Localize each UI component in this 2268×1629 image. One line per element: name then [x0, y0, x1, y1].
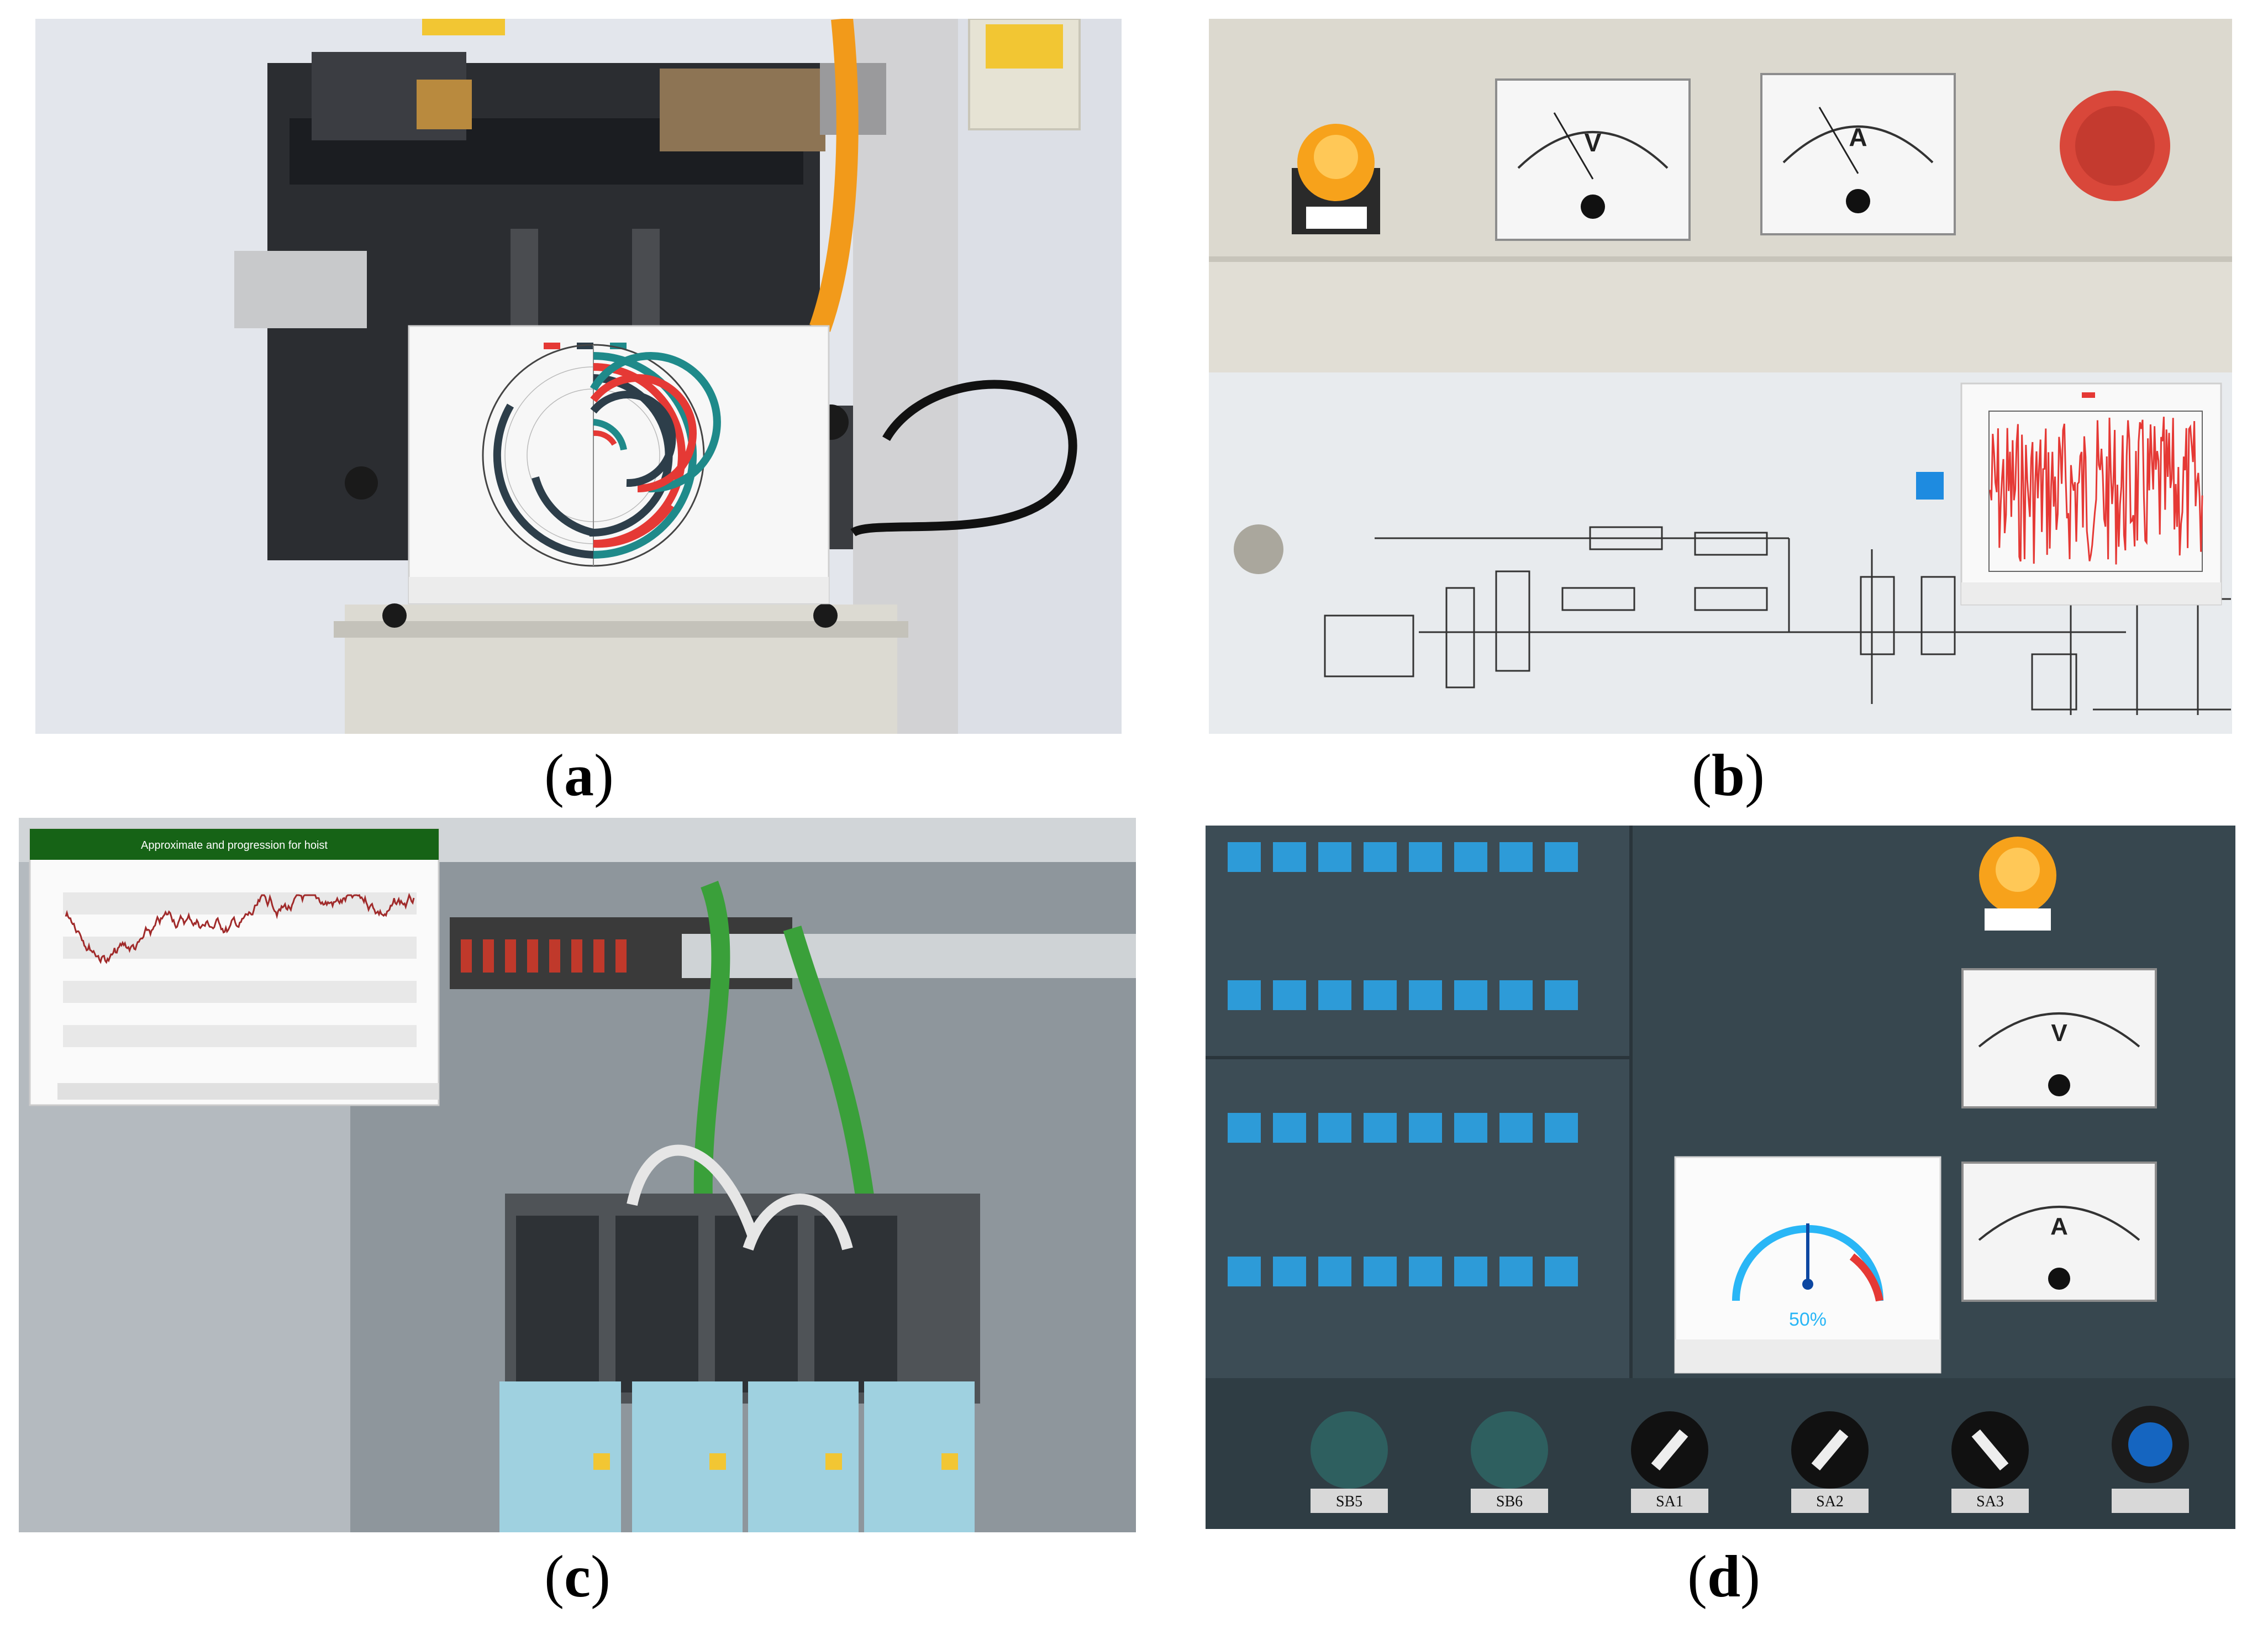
caption-d: (d): [1687, 1544, 1760, 1610]
caption-b: (b): [1691, 743, 1765, 808]
panel-push-button: [1409, 1257, 1442, 1286]
svg-text:SA1: SA1: [1656, 1493, 1683, 1510]
panel-push-button: [1454, 842, 1487, 872]
panel-push-button: [1409, 1113, 1442, 1143]
panel-push-button: [1409, 842, 1442, 872]
panel-push-button: [1409, 980, 1442, 1010]
svg-text:SA2: SA2: [1816, 1493, 1844, 1510]
ammeter-d: A: [1961, 1162, 2157, 1302]
panel-push-button: [1273, 1113, 1306, 1143]
panel-push-button: [1454, 1257, 1487, 1286]
panel-push-button: [1454, 980, 1487, 1010]
panel-push-button: [1228, 1257, 1261, 1286]
panel-push-button: [1499, 980, 1533, 1010]
panel-push-button: [1454, 1113, 1487, 1143]
polar-chart-overlay: [408, 325, 830, 605]
caption-a: (a): [544, 743, 614, 808]
panel-push-button: [1364, 1113, 1397, 1143]
key-switch: [2112, 1406, 2189, 1513]
ammeter-label: A: [1849, 123, 1867, 151]
switch-sa2: SA2: [1791, 1411, 1869, 1513]
panel-push-button: [1499, 1257, 1533, 1286]
panel-push-button: [1545, 1257, 1578, 1286]
svg-text:SB5: SB5: [1336, 1493, 1362, 1510]
panel-push-button: [1318, 1113, 1351, 1143]
panel-push-button: [1318, 1257, 1351, 1286]
panel-push-button: [1273, 842, 1306, 872]
panel-push-button: [1228, 1113, 1261, 1143]
gauge-overlay: 50%: [1674, 1156, 1941, 1374]
line-chart-overlay: [1960, 382, 2222, 606]
caption-c: (c): [544, 1544, 611, 1610]
svg-text:SB6: SB6: [1496, 1493, 1523, 1510]
panel-push-button: [1499, 1113, 1533, 1143]
svg-text:SA3: SA3: [1976, 1493, 2004, 1510]
overlay-title: Approximate and progression for hoist: [141, 839, 328, 852]
photo-a: [35, 19, 1122, 734]
voltmeter-label: V: [1585, 128, 1602, 157]
photo-b: V A: [1209, 19, 2232, 734]
switch-sa3: SA3: [1951, 1411, 2029, 1513]
panel-push-button: [1364, 980, 1397, 1010]
progression-chart-overlay: Approximate and progression for hoist: [29, 828, 440, 1106]
photo-d: V A 50% SB5 SB6: [1206, 826, 2235, 1529]
switch-sa1: SA1: [1631, 1411, 1708, 1513]
voltmeter: V: [1495, 78, 1691, 241]
panel-push-button: [1545, 980, 1578, 1010]
panel-push-button: [1364, 842, 1397, 872]
panel-push-button: [1228, 842, 1261, 872]
switch-sb5: SB5: [1311, 1411, 1388, 1513]
voltmeter-d-label: V: [2051, 1020, 2067, 1047]
panel-push-button: [1499, 842, 1533, 872]
panel-push-button: [1318, 980, 1351, 1010]
ammeter: A: [1760, 73, 1956, 235]
panel-push-button: [1545, 842, 1578, 872]
panel-push-button: [1545, 1113, 1578, 1143]
panel-push-button: [1364, 1257, 1397, 1286]
panel-push-button: [1273, 1257, 1306, 1286]
ammeter-d-label: A: [2050, 1213, 2068, 1240]
switch-sb6: SB6: [1471, 1411, 1548, 1513]
panel-push-button: [1318, 842, 1351, 872]
gauge-value: 50%: [1789, 1309, 1827, 1330]
panel-push-button: [1228, 980, 1261, 1010]
panel-push-button: [1273, 980, 1306, 1010]
voltmeter-d: V: [1961, 968, 2157, 1108]
photo-c: Approximate and progression for hoist: [19, 818, 1136, 1532]
